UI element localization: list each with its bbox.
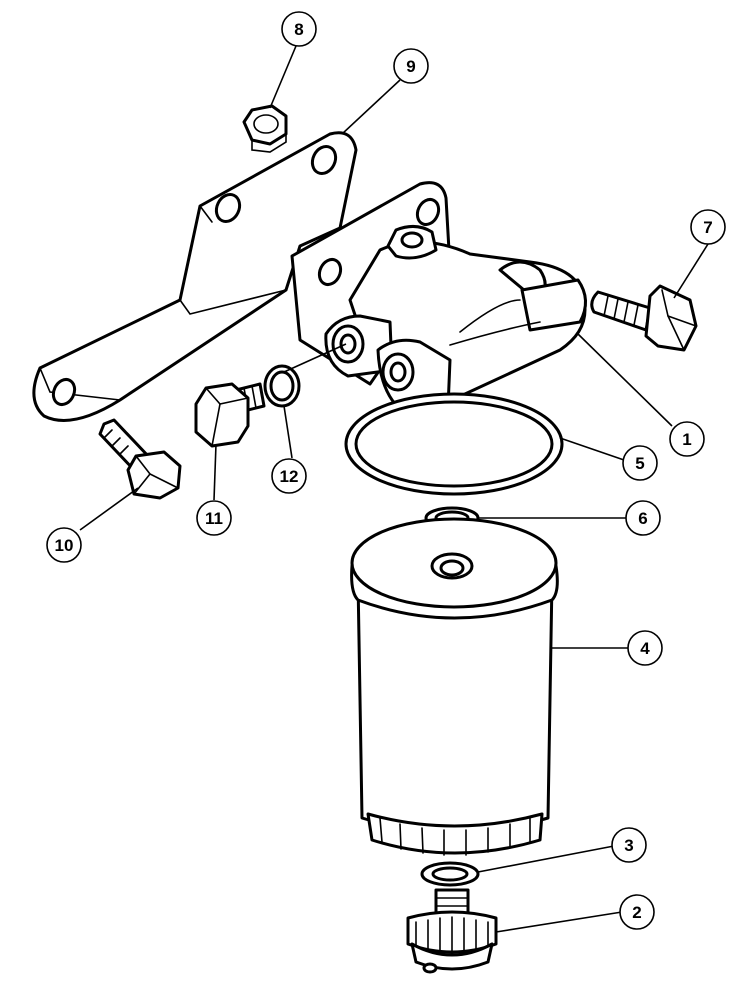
leader-3 <box>477 845 615 873</box>
callout-1-label: 1 <box>682 430 691 449</box>
nut <box>242 104 288 153</box>
callout-12-label: 12 <box>280 467 299 486</box>
drain-washer <box>420 861 480 887</box>
callout-11-label: 11 <box>205 509 223 528</box>
callouts: 1 2 3 4 5 6 7 8 <box>46 11 726 930</box>
callout-3-label: 3 <box>624 836 633 855</box>
plug <box>194 382 266 448</box>
bolt-left <box>98 418 182 500</box>
callout-9-label: 9 <box>406 57 415 76</box>
callout-8-label: 8 <box>294 20 303 39</box>
callout-11: 11 <box>196 500 232 536</box>
leader-10 <box>79 487 139 531</box>
callout-7-label: 7 <box>703 218 712 237</box>
callout-3: 3 <box>611 827 647 863</box>
callout-10: 10 <box>46 527 82 563</box>
callout-1: 1 <box>669 421 705 457</box>
leader-2 <box>495 911 623 933</box>
callout-4: 4 <box>627 630 663 666</box>
leader-11 <box>213 443 217 501</box>
leader-12 <box>283 343 347 373</box>
callout-7: 7 <box>690 209 726 245</box>
drain-plug <box>406 888 498 974</box>
callout-9: 9 <box>393 48 429 84</box>
leader-1 <box>577 333 673 427</box>
callout-8: 8 <box>281 11 317 47</box>
leader-5 <box>559 437 625 461</box>
leader-11b <box>283 405 293 459</box>
callout-6-label: 6 <box>638 509 647 528</box>
leader-9 <box>341 79 401 135</box>
seal-ring-large <box>344 392 564 496</box>
callout-5: 5 <box>622 445 658 481</box>
leader-7 <box>673 243 709 299</box>
o-ring-small <box>263 364 301 408</box>
leader-lines <box>79 45 709 933</box>
callout-12: 12 <box>271 458 307 494</box>
callout-2-label: 2 <box>632 903 641 922</box>
callout-6: 6 <box>625 500 661 536</box>
bolt-right <box>590 284 698 352</box>
callout-4-label: 4 <box>640 639 650 658</box>
callout-5-label: 5 <box>635 454 644 473</box>
callout-2: 2 <box>619 894 655 930</box>
callout-10-label: 10 <box>55 536 74 555</box>
leader-8 <box>269 45 297 109</box>
filter-element <box>350 517 559 856</box>
